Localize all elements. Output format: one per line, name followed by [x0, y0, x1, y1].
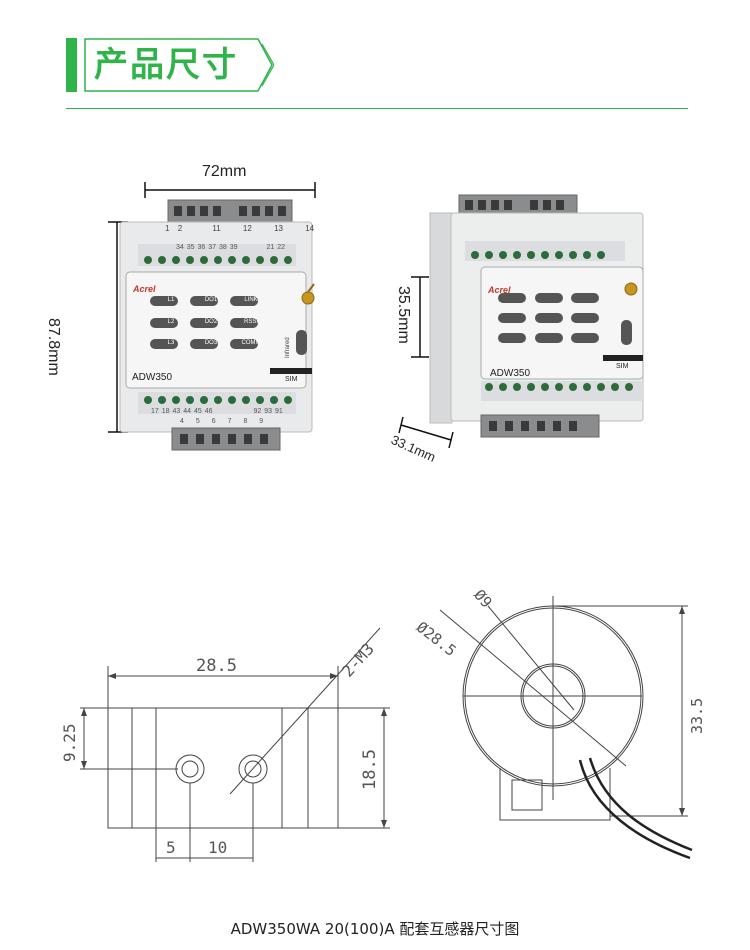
- button-label-comm: COMM: [241, 340, 261, 346]
- button-label-l1: L1: [167, 297, 175, 303]
- header-accent-bar: [66, 38, 77, 92]
- side-height-label: 35.5mm: [395, 286, 412, 344]
- top-terminal-labels: 1 2 11 12 13 14: [165, 224, 315, 233]
- side-sim-label: SIM: [616, 363, 629, 370]
- side-brand-logo: Acrel: [488, 285, 511, 295]
- button-label-do1: DO1: [204, 297, 218, 303]
- side-depth-dimension: [398, 416, 454, 449]
- side-height-dimension: [411, 276, 429, 358]
- button-label-do3: DO3: [204, 340, 218, 346]
- sim-label: SIM: [285, 376, 298, 383]
- device-front-view: [108, 182, 316, 451]
- ct-spacing-b-label: 10: [208, 838, 228, 857]
- ct-top-view-drawing: [80, 627, 390, 862]
- bottom-terminal-screws: [144, 396, 292, 404]
- top-terminal-screws: [144, 256, 292, 264]
- width-dimension-label: 72mm: [202, 163, 247, 180]
- page-title: 产品尺寸: [94, 45, 238, 85]
- device-side-view: [398, 194, 644, 449]
- ct-height-label: 18.5: [360, 749, 380, 790]
- width-dimension: [144, 182, 316, 198]
- header-divider: [66, 108, 688, 109]
- ct-spacing-a-label: 5: [166, 838, 176, 857]
- ct-total-height-label: 33.5: [688, 697, 706, 734]
- ct-hole-offset-label: 9.25: [60, 723, 79, 762]
- figure-caption: ADW350WA 20(100)A 配套互感器尺寸图: [230, 920, 520, 938]
- button-label-link: LINK: [244, 297, 258, 303]
- ct-width-label: 28.5: [196, 656, 237, 676]
- button-label-l2: L2: [167, 319, 175, 325]
- height-dimension-label: 87.8mm: [45, 318, 62, 376]
- infrared-label: Infrared: [285, 337, 291, 358]
- button-label-rssi: RSSI: [243, 319, 258, 325]
- side-model-label: ADW350: [490, 368, 531, 379]
- model-label: ADW350: [132, 372, 173, 383]
- ct-side-view-drawing: [439, 596, 693, 860]
- button-label-l3: L3: [167, 340, 175, 346]
- top-row-numbers: 34 35 36 37 38 39 21 22: [176, 244, 286, 251]
- brand-logo: Acrel: [133, 284, 156, 294]
- button-label-do2: DO2: [204, 319, 218, 325]
- bottom-terminal-labels: 4 5 6 7 8 9: [180, 418, 264, 425]
- header-title-frame: [84, 38, 274, 92]
- front-buttons: [150, 296, 258, 349]
- bottom-row-numbers: 17 18 43 44 45 46 92 93 91: [151, 408, 283, 415]
